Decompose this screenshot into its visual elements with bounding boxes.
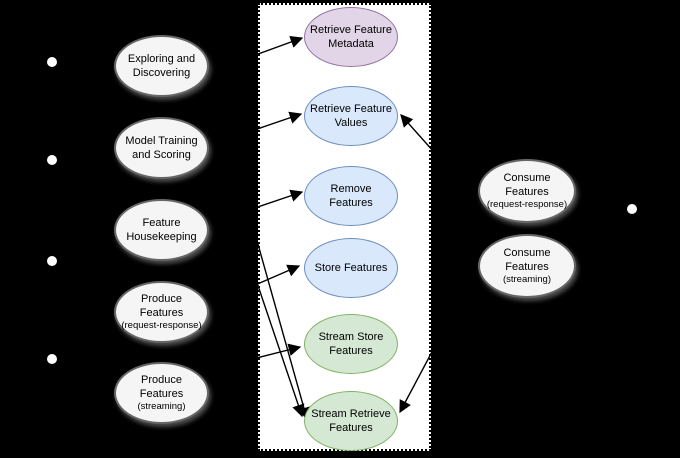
label-sub: (request-response) (121, 320, 202, 331)
actor-dot-1 (47, 57, 57, 67)
label-line: Features (505, 261, 549, 273)
label-line: Produce (141, 293, 182, 305)
label-line: Produce (141, 374, 182, 386)
use-case-consume-features-request-response: Consume Features (request-response) (478, 159, 576, 223)
use-case-stream-store-features: Stream Store Features (304, 314, 398, 374)
use-case-consume-features-streaming: Consume Features (streaming) (478, 234, 576, 298)
label-line: Remove (330, 183, 372, 195)
use-case-retrieve-feature-values: Retrieve Feature Values (304, 86, 398, 146)
arrow-right-to-stream-retrieve-features (399, 317, 451, 414)
label-line: Model Training (125, 135, 198, 147)
use-case-model-training-scoring: Model Training and Scoring (114, 117, 209, 179)
use-case-feature-housekeeping: Feature Housekeeping (114, 199, 209, 261)
arrow-to-retrieve-feature-values (224, 111, 303, 141)
arrow-to-stream-retrieve-features-2 (253, 229, 311, 421)
actor-dot-3 (47, 256, 57, 266)
actor-dot-4 (47, 354, 57, 364)
label-line: Stream Store (318, 331, 384, 343)
use-case-stream-retrieve-features: Stream Retrieve Features (304, 391, 398, 451)
use-case-produce-features-streaming: Produce Features (streaming) (114, 362, 209, 424)
use-case-produce-features-request-response: Produce Features (request-response) (114, 281, 209, 343)
label-sub: (streaming) (502, 274, 552, 285)
label-sub: (streaming) (137, 401, 186, 412)
label-line: Features (139, 388, 184, 400)
label-line: Exploring and (127, 53, 196, 65)
label-line: Consume (503, 172, 551, 184)
arrow-to-remove-features (224, 189, 304, 219)
label-line: Features (139, 307, 184, 319)
label-line: Store Features (314, 262, 388, 274)
feature-store-boundary (258, 3, 431, 451)
label-line: Features (329, 422, 373, 434)
label-line: Stream Retrieve (311, 408, 391, 420)
arrow-to-stream-retrieve-features-1 (249, 261, 305, 418)
actor-dot-2 (47, 155, 57, 165)
use-case-exploring-discovering: Exploring and Discovering (114, 35, 209, 97)
label-line: Feature (142, 217, 181, 229)
label-line: Features (329, 345, 373, 357)
use-case-retrieve-feature-metadata: Retrieve Feature Metadata (304, 7, 398, 67)
label-line: Consume (503, 247, 551, 259)
label-line: Features (329, 197, 373, 209)
label-line: Retrieve Feature (310, 103, 392, 115)
arrow-right-to-retrieve-feature-values (400, 114, 451, 171)
use-case-remove-features: Remove Features (304, 166, 398, 226)
label-line: Retrieve Feature (310, 24, 392, 36)
use-case-store-features: Store Features (304, 238, 398, 298)
actor-dot-right (627, 204, 637, 214)
label-line: Housekeeping (126, 231, 197, 243)
label-line: Features (505, 186, 549, 198)
arrow-to-retrieve-feature-metadata (224, 35, 304, 67)
label-line: Values (334, 117, 368, 129)
label-line: and Scoring (132, 149, 191, 161)
label-line: Discovering (132, 67, 191, 79)
label-sub: (request-response) (486, 199, 568, 210)
label-line: Metadata (328, 38, 374, 50)
arrow-to-store-features (224, 264, 301, 299)
